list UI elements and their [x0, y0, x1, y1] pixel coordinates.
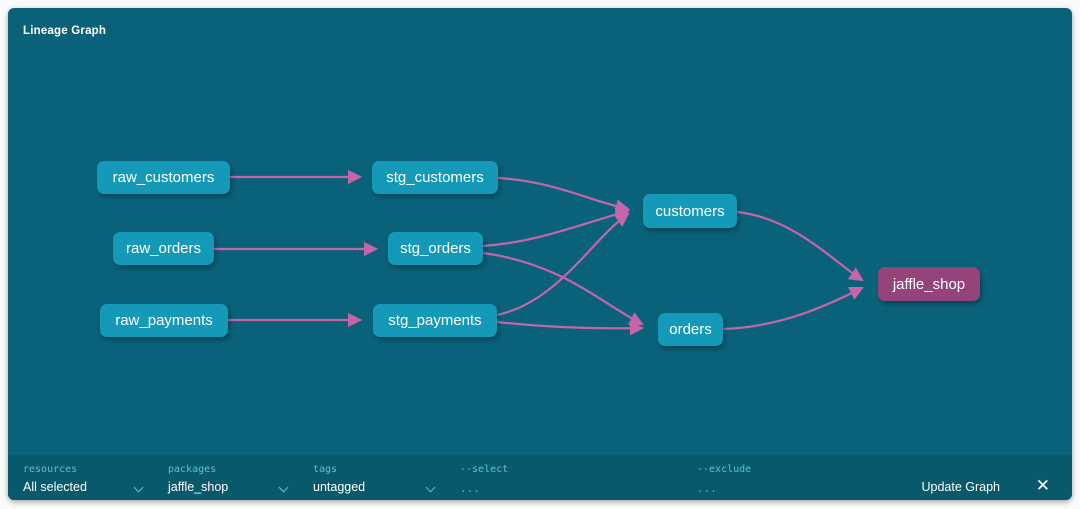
- edge-stg_payments-orders: [496, 320, 645, 336]
- edge-stg_payments-customers: [496, 212, 630, 317]
- exclude-value[interactable]: ...: [697, 482, 717, 495]
- edge-stg_customers-customers: [497, 176, 631, 214]
- node-stg-customers[interactable]: stg_customers: [372, 161, 498, 194]
- select-filter-input[interactable]: --select ...: [460, 455, 640, 500]
- node-stg-payments[interactable]: stg_payments: [373, 304, 497, 337]
- node-raw-payments[interactable]: raw_payments: [100, 304, 228, 337]
- node-jaffle-shop[interactable]: jaffle_shop: [878, 267, 980, 301]
- node-customers[interactable]: customers: [643, 194, 737, 228]
- chevron-down-icon[interactable]: [425, 482, 436, 493]
- page-title: Lineage Graph: [23, 25, 107, 37]
- tags-label: tags: [313, 464, 338, 475]
- tags-value[interactable]: untagged: [313, 480, 366, 494]
- edge-stg_orders-customers: [482, 207, 631, 248]
- resources-label: resources: [23, 464, 78, 475]
- node-raw-customers[interactable]: raw_customers: [97, 161, 230, 194]
- resources-value[interactable]: All selected: [23, 480, 87, 494]
- edge-stg_orders-orders: [482, 251, 644, 325]
- packages-value[interactable]: jaffle_shop: [168, 480, 229, 494]
- lineage-graph-panel: Lineage Graph raw_customers raw_orders r…: [8, 8, 1072, 500]
- update-graph-button[interactable]: Update Graph: [921, 480, 1000, 494]
- node-orders[interactable]: orders: [658, 313, 723, 346]
- packages-dropdown[interactable]: packages jaffle_shop: [168, 455, 298, 500]
- exclude-filter-input[interactable]: --exclude ...: [697, 455, 877, 500]
- chevron-down-icon[interactable]: [278, 482, 289, 493]
- close-icon[interactable]: ✕: [1035, 476, 1050, 495]
- node-stg-orders[interactable]: stg_orders: [388, 232, 483, 265]
- resources-dropdown[interactable]: resources All selected: [23, 455, 153, 500]
- select-label: --select: [460, 464, 509, 475]
- edge-orders-jaffle_shop: [722, 287, 864, 331]
- edge-customers-jaffle_shop: [736, 210, 864, 282]
- select-value[interactable]: ...: [460, 482, 480, 495]
- filter-toolbar: resources All selected packages jaffle_s…: [8, 455, 1072, 500]
- node-raw-orders[interactable]: raw_orders: [113, 232, 214, 265]
- packages-label: packages: [168, 464, 217, 475]
- tags-dropdown[interactable]: tags untagged: [313, 455, 443, 500]
- chevron-down-icon[interactable]: [133, 482, 144, 493]
- exclude-label: --exclude: [697, 464, 752, 475]
